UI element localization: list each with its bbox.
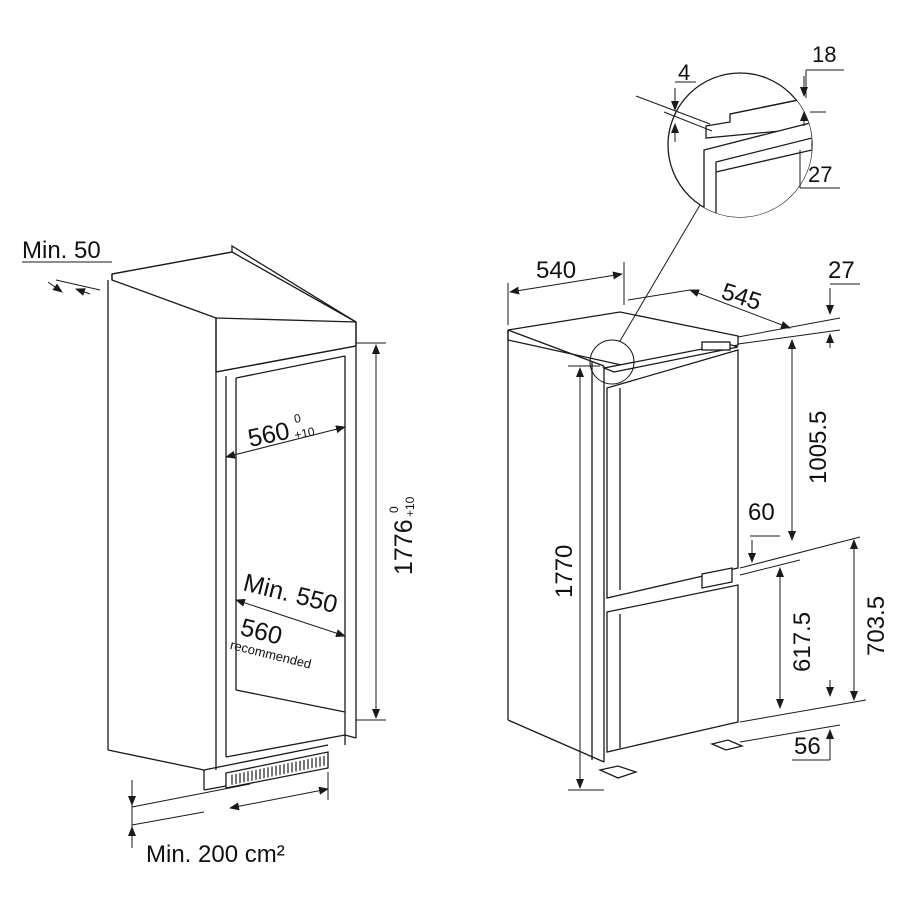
label-depth: 545 [718, 278, 764, 316]
label-niche-height: 1776 [390, 519, 418, 575]
dim-depth [627, 289, 791, 329]
label-niche-height-tol-lower: +10 [403, 496, 417, 517]
dim-bottom-offset [739, 680, 867, 761]
label-lower-door: 617.5 [789, 612, 816, 672]
label-top-offset: 27 [828, 257, 855, 284]
dim-door-gap [739, 535, 861, 576]
dim-total-height [568, 365, 604, 791]
label-niche-width-group: 560 0 +10 [245, 411, 316, 453]
label-niche-width: 560 [245, 417, 292, 453]
label-depth-min: Min. 550 [241, 569, 341, 619]
dim-top-clearance [22, 261, 112, 296]
label-niche-height-tol-upper: 0 [387, 506, 401, 513]
dim-niche-width [225, 425, 346, 459]
dim-niche-height [356, 342, 386, 721]
label-niche-width-tol-lower: +10 [293, 424, 316, 442]
dim-vent [128, 772, 329, 848]
label-detail-profile-depth: 27 [808, 162, 832, 187]
label-bottom-offset: 56 [794, 733, 821, 760]
label-width: 540 [536, 257, 576, 284]
dim-niche-depth [235, 599, 346, 637]
label-door-gap: 60 [748, 499, 775, 526]
label-top-clearance: Min. 50 [22, 237, 101, 264]
vent-grille [225, 751, 329, 789]
label-detail-gap: 4 [678, 60, 690, 85]
dim-top-offset [737, 283, 860, 348]
label-detail-profile-height: 18 [812, 42, 836, 67]
label-total-height: 1770 [551, 545, 578, 598]
label-niche-width-tol-upper: 0 [293, 411, 303, 426]
niche-cabinet [107, 244, 357, 791]
dim-width [507, 262, 625, 325]
label-niche-height-group: 1776 0 +10 [387, 496, 418, 575]
label-upper-door: 1005.5 [805, 411, 832, 484]
label-depth-group: Min. 550 560 recommended [229, 569, 341, 672]
label-vent-area: Min. 200 cm² [146, 841, 285, 868]
label-lower-section: 703.5 [863, 596, 890, 656]
appliance-body [507, 311, 745, 779]
